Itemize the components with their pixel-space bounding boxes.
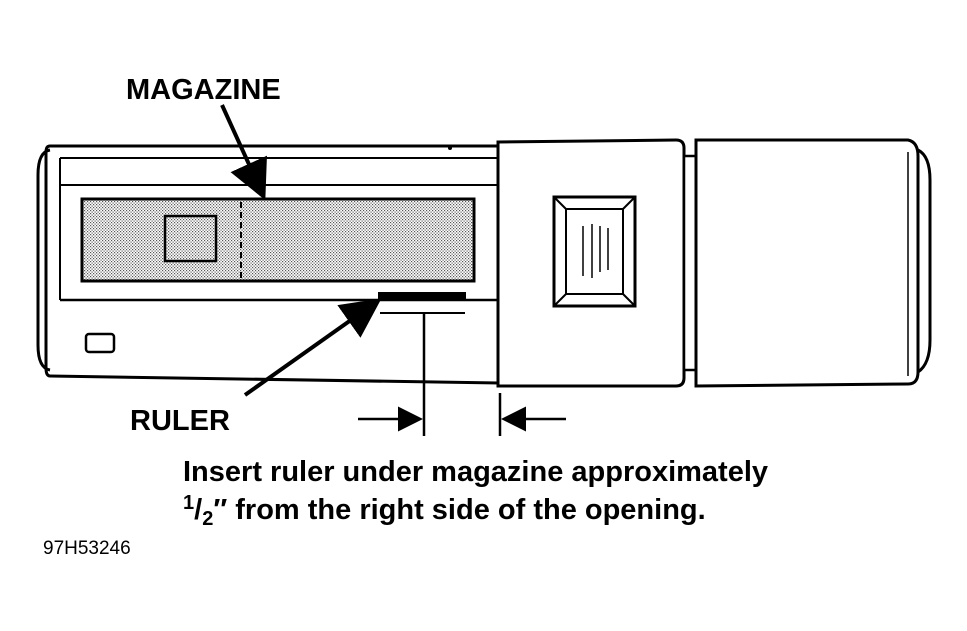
instruction-caption: Insert ruler under magazine approximatel… xyxy=(183,453,903,529)
magazine-label: MAGAZINE xyxy=(126,74,281,106)
dimension-markers xyxy=(358,313,566,436)
indicator-button xyxy=(84,332,116,354)
door-panel-left xyxy=(496,138,686,388)
fraction-denominator: 2 xyxy=(202,508,214,530)
figure-id: 97H53246 xyxy=(43,538,131,559)
hinge xyxy=(682,154,698,372)
ruler-label: RULER xyxy=(130,405,230,437)
ruler-bar xyxy=(378,292,466,301)
magazine-leader-arrow xyxy=(220,104,267,201)
caption-line-1: Insert ruler under magazine approximatel… xyxy=(183,456,769,488)
door-panel-right xyxy=(694,138,932,388)
caption-line-2-text: ″ from the right side of the opening. xyxy=(213,494,706,526)
caption-line-2: 1/2″ from the right side of the opening. xyxy=(183,492,706,530)
top-mark xyxy=(448,146,452,150)
fraction-numerator: 1 xyxy=(183,492,195,514)
magazine xyxy=(80,197,476,283)
changer-body xyxy=(36,144,500,385)
ruler-leader-arrow xyxy=(243,298,382,397)
